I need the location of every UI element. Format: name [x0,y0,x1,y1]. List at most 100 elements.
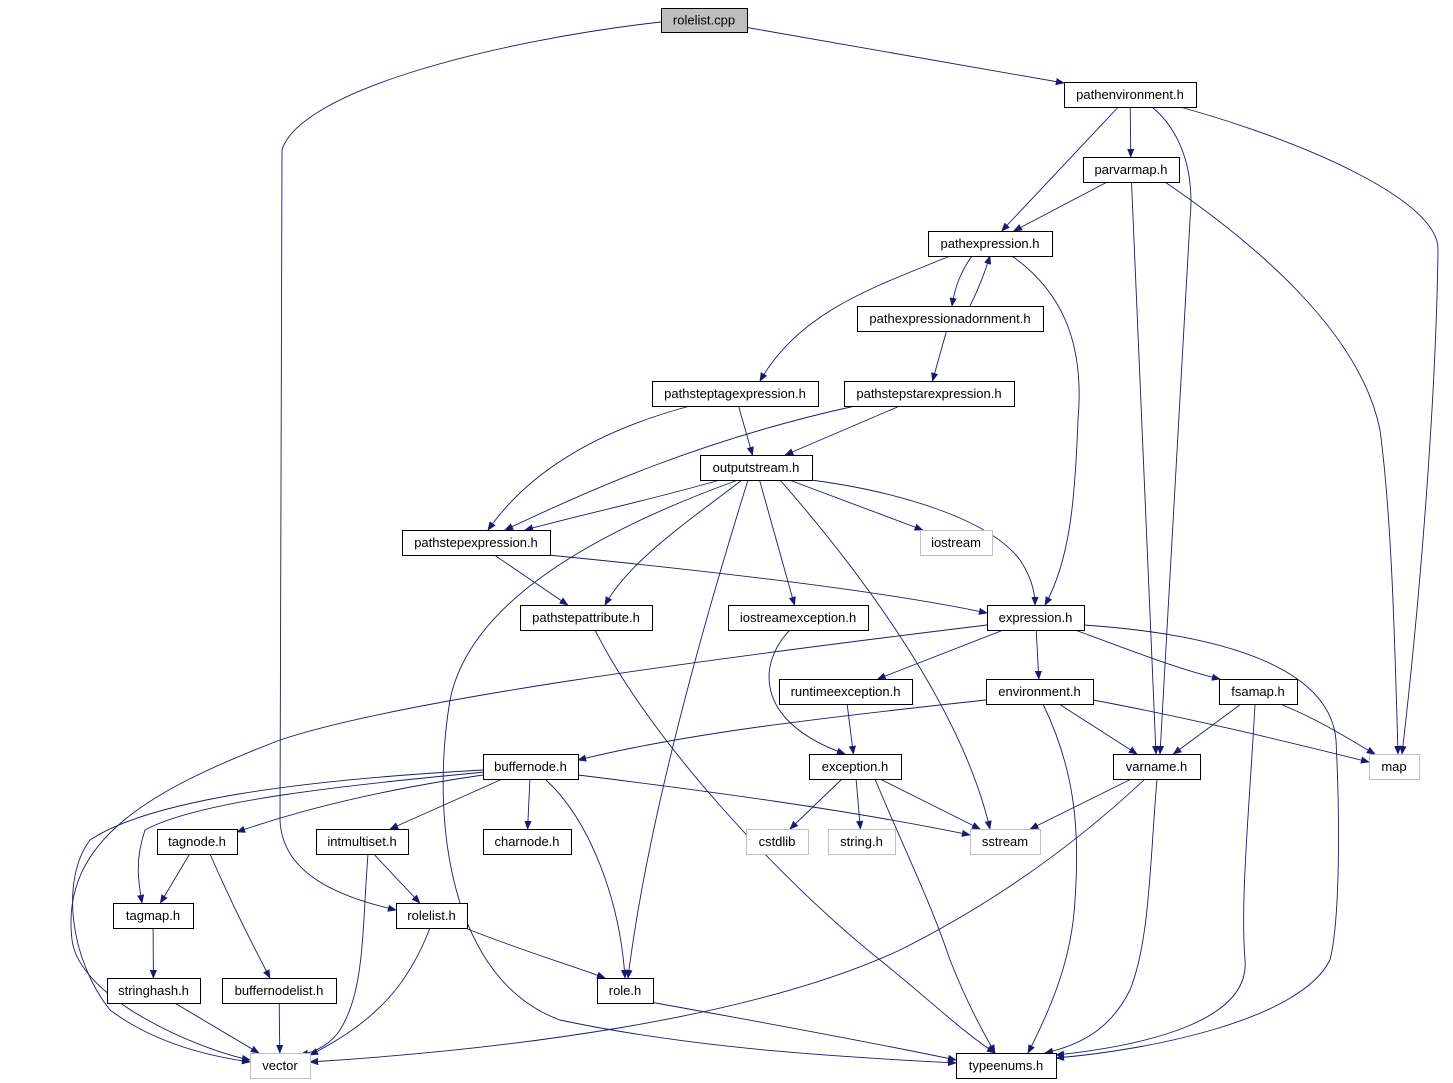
node-label: typeenums.h [969,1058,1043,1073]
edge-outputstream-h-to-iostreamexception-h [759,479,796,606]
edge-rolelist-h-to-role-h [464,927,606,979]
node-box [520,605,653,631]
edge-fsamap-h-to-map [1279,703,1376,755]
node-intmultiset-h[interactable]: intmultiset.h [316,829,409,855]
node-vector: vector [250,1053,311,1079]
node-iostreamexception-h[interactable]: iostreamexception.h [728,605,869,631]
node-iostream: iostream [920,530,993,556]
node-role-h[interactable]: role.h [597,978,654,1004]
node-box [1083,157,1180,183]
node-exception-h[interactable]: exception.h [809,754,902,780]
edge-pathstepstarexpression-h-to-pathstepexpression-h [504,405,856,531]
node-stringhash-h[interactable]: stringhash.h [107,978,201,1004]
node-pathexpression-h[interactable]: pathexpression.h [928,231,1053,257]
edge-rolelist-h-to-vector [309,927,431,1056]
edge-parvarmap-h-to-map [1164,181,1402,755]
edge-buffernode-h-to-tagnode-h [236,774,484,833]
edge-environment-h-to-buffernode-h [577,699,987,762]
edge-pathexpression-h-to-pathexpressionadornment-h [949,255,973,307]
node-box [483,754,579,780]
node-box [970,829,1041,855]
node-box [1113,754,1201,780]
edge-parvarmap-h-to-pathexpression-h [1013,181,1108,232]
edge-pathexpressionadornment-h-to-pathstepstarexpression-h [931,330,947,382]
edge-varname-h-to-typeenums-h [1044,778,1158,1055]
node-box [844,381,1015,407]
node-box [779,679,913,705]
node-pathstepstarexpression-h[interactable]: pathstepstarexpression.h [844,381,1015,407]
node-box [986,679,1094,705]
node-label: intmultiset.h [327,834,396,849]
node-box [857,306,1044,332]
edge-outputstream-h-to-role-h [625,479,749,979]
edge-exception-h-to-string-h [855,778,864,830]
edge-expression-h-to-environment-h [1034,629,1042,680]
node-label: pathstepstarexpression.h [856,386,1001,401]
node-box [700,455,813,481]
node-expression-h[interactable]: expression.h [987,605,1085,631]
edge-pathsteptagexpression-h-to-outputstream-h [738,405,754,456]
edge-pathenvironment-h-to-varname-h [1151,106,1192,755]
node-map: map [1369,754,1420,780]
edge-buffernode-h-to-intmultiset-h [389,778,503,830]
node-box [597,978,654,1004]
node-varname-h[interactable]: varname.h [1113,754,1201,780]
node-box [1064,82,1197,108]
node-buffernodelist-h[interactable]: buffernodelist.h [222,978,337,1004]
edge-exception-h-to-typeenums-h [874,778,996,1054]
node-pathstepexpression-h[interactable]: pathstepexpression.h [402,530,551,556]
node-rolelist-h[interactable]: rolelist.h [396,903,468,929]
edge-iostreamexception-h-to-exception-h [768,629,846,755]
node-outputstream-h[interactable]: outputstream.h [700,455,813,481]
file-nodes: rolelist.cpp pathenvironment.h parvarmap.h… [107,8,1420,1079]
node-label: pathenvironment.h [1076,87,1184,102]
node-label: sstream [982,834,1028,849]
edge-buffernodelist-h-to-vector [276,1002,284,1054]
edge-pathstepexpression-h-to-expression-h [547,554,988,615]
node-tagmap-h[interactable]: tagmap.h [113,903,194,929]
node-box [107,978,201,1004]
node-box [661,8,748,33]
edge-pathexpressionadornment-h-to-pathexpression-h [969,255,992,307]
edge-pathexpression-h-to-pathsteptagexpression-h [759,255,951,382]
edge-buffernode-h-to-role-h [544,778,629,979]
node-box [222,978,337,1004]
edge-environment-h-to-varname-h [1058,703,1138,755]
edge-varname-h-to-sstream [1029,778,1132,830]
node-box [728,605,869,631]
node-label: vector [262,1058,298,1073]
edge-environment-h-to-typeenums-h [1027,703,1078,1054]
edge-outputstream-h-to-pathstepattribute-h [604,479,743,606]
edge-expression-h-to-typeenums-h [1055,624,1339,1061]
node-label: tagmap.h [126,908,180,923]
node-pathexpressionadornment-h[interactable]: pathexpressionadornment.h [857,306,1044,332]
node-buffernode-h[interactable]: buffernode.h [483,754,579,780]
node-pathenvironment-h[interactable]: pathenvironment.h [1064,82,1197,108]
node-typeenums-h[interactable]: typeenums.h [956,1053,1057,1079]
edge-tagnode-h-to-buffernodelist-h [209,853,271,979]
node-runtimeexception-h[interactable]: runtimeexception.h [779,679,913,705]
node-box [920,530,993,556]
node-pathstepattribute-h[interactable]: pathstepattribute.h [520,605,653,631]
node-box [316,829,409,855]
edge-intmultiset-h-to-vector [299,853,369,1057]
edge-pathstepstarexpression-h-to-outputstream-h [784,405,900,456]
node-environment-h[interactable]: environment.h [986,679,1094,705]
edge-varname-h-to-vector [309,778,1146,1066]
node-tagnode-h[interactable]: tagnode.h [157,829,238,855]
node-pathsteptagexpression-h[interactable]: pathsteptagexpression.h [652,381,819,407]
node-rolelist-cpp[interactable]: rolelist.cpp [661,8,748,33]
node-label: pathexpressionadornment.h [869,311,1030,326]
edge-pathenvironment-h-to-map [1179,106,1439,755]
node-label: iostream [931,535,981,550]
node-box [987,605,1085,631]
edge-pathexpression-h-to-expression-h [1011,255,1080,606]
edge-fsamap-h-to-typeenums-h [1055,703,1256,1058]
node-box [809,754,902,780]
node-fsamap-h[interactable]: fsamap.h [1219,679,1298,705]
node-box [402,530,551,556]
node-cstdlib: cstdlib [746,829,809,855]
node-parvarmap-h[interactable]: parvarmap.h [1083,157,1180,183]
edge-outputstream-h-to-iostream [789,479,924,531]
node-charnode-h[interactable]: charnode.h [483,829,572,855]
